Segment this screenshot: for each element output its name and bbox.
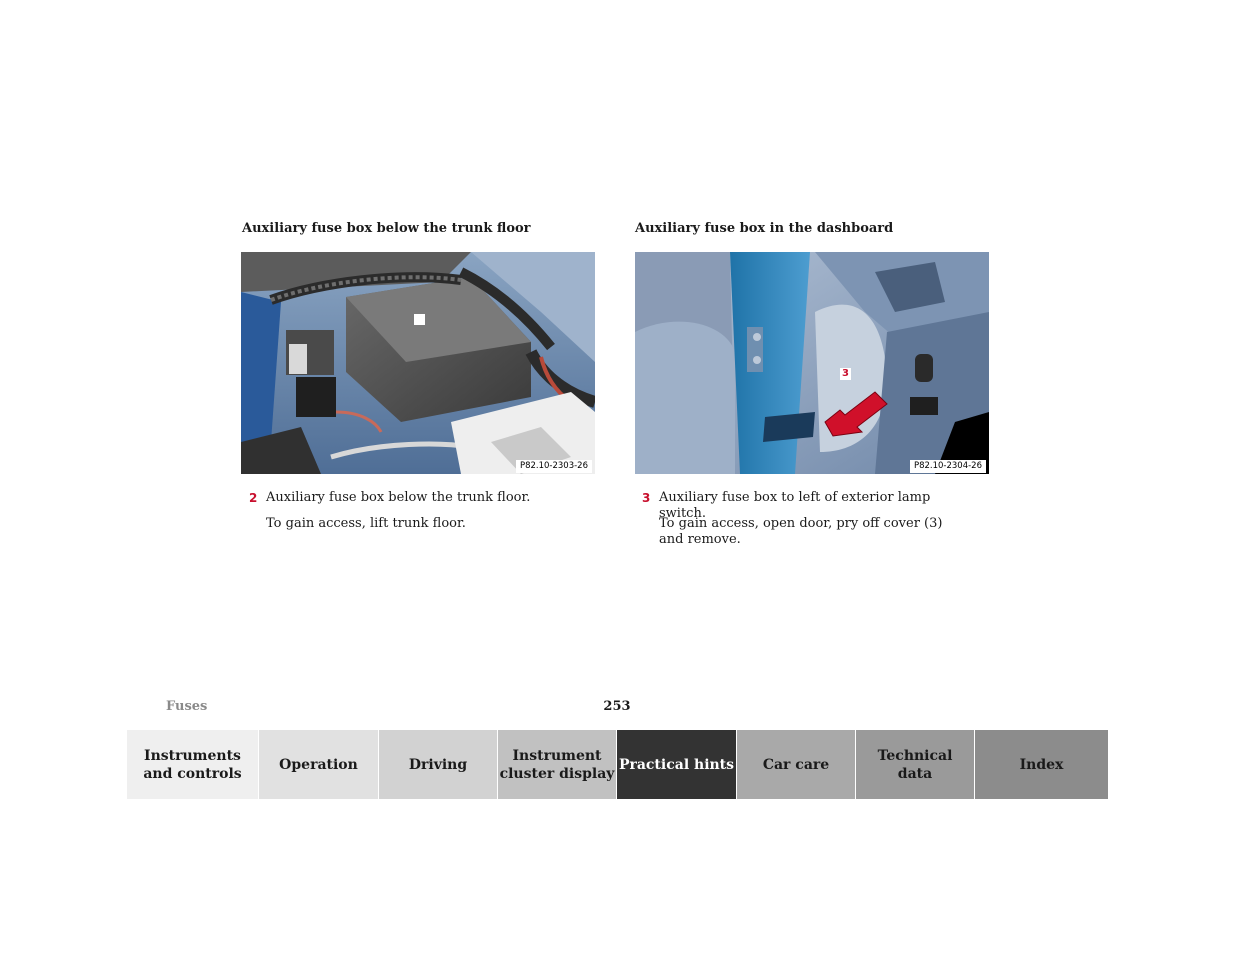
right-section-title: Auxiliary fuse box in the dashboard (635, 221, 894, 236)
right-item-text: Auxiliary fuse box to left of exterior l… (659, 490, 931, 521)
right-item-sub: To gain access, open door, pry off cover… (659, 516, 943, 547)
tab-label: Car care (762, 756, 830, 773)
callout-3: 3 (840, 368, 851, 380)
chapter-nav: Instruments and controls Operation Drivi… (127, 730, 1108, 799)
left-section-title: Auxiliary fuse box below the trunk floor (242, 221, 531, 236)
tab-label: Instrument cluster display (499, 747, 615, 782)
tab-label: Instruments and controls (143, 747, 242, 782)
tab-car-care[interactable]: Car care (737, 730, 856, 799)
tab-practical-hints[interactable]: Practical hints (617, 730, 737, 799)
left-item-text: Auxiliary fuse box below the trunk floor… (266, 490, 531, 505)
tab-label: Operation (279, 756, 358, 773)
tab-label: Technical data (877, 747, 953, 782)
tab-label: Driving (408, 756, 468, 773)
tab-label: Practical hints (618, 756, 735, 773)
tab-technical-data[interactable]: Technical data (856, 730, 975, 799)
tab-instruments-and-controls[interactable]: Instruments and controls (127, 730, 259, 799)
tab-label: Index (1019, 756, 1064, 773)
page-number: 253 (603, 699, 631, 714)
trunk-fuse-box-illustration: P82.10-2303-26 (241, 252, 595, 474)
tab-instrument-cluster-display[interactable]: Instrument cluster display (498, 730, 617, 799)
right-figure-code: P82.10-2304-26 (909, 460, 986, 473)
left-item-number: 2 (249, 491, 258, 505)
tab-operation[interactable]: Operation (259, 730, 379, 799)
dashboard-fuse-box-illustration: 3 P82.10-2304-26 (635, 252, 989, 474)
footer-section-label: Fuses (166, 699, 208, 714)
tab-index[interactable]: Index (975, 730, 1108, 799)
left-item-sub: To gain access, lift trunk floor. (266, 516, 466, 531)
tab-driving[interactable]: Driving (379, 730, 498, 799)
left-figure-code: P82.10-2303-26 (515, 460, 592, 473)
right-item-number: 3 (642, 491, 651, 505)
